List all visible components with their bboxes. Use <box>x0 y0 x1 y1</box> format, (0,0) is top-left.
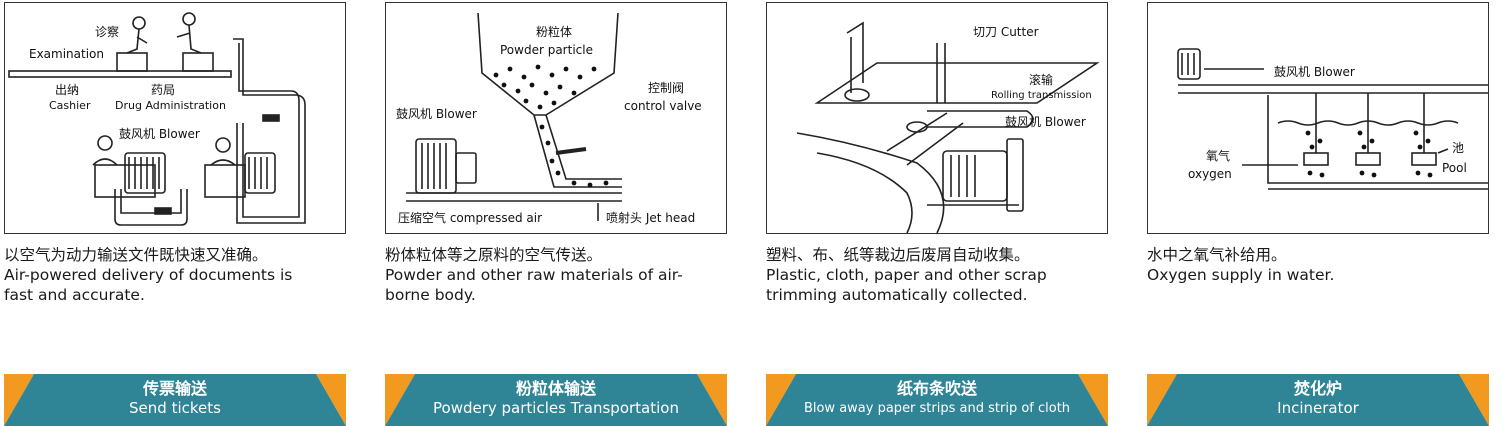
illustration-pool-aeration: 鼓风机 Blower 氧气 oxygen 池 Pool <box>1147 2 1489 234</box>
pool-diagram-icon <box>1177 48 1488 190</box>
description: 塑料、布、纸等裁边后废屑自动收集。 Plastic, cloth, paper … <box>766 245 1112 305</box>
banner-shape-icon <box>4 374 346 426</box>
description-en-line2: borne body. <box>385 286 476 304</box>
description-cn: 以空气为动力输送文件既快速又准确。 <box>4 246 268 264</box>
description-en-line1: Air-powered delivery of documents is <box>4 266 293 284</box>
illustration-hospital-tube: 诊察 Examination 出纳 Cashier 药局 Drug Admini… <box>4 2 346 234</box>
illustration-powder-hopper: 粉粒体 Powder particle 控制阀 control valve 鼓风… <box>385 2 727 234</box>
label-blower: 鼓风机 Blower <box>1005 115 1086 129</box>
label-blower: 鼓风机 Blower <box>396 107 477 121</box>
banner-title-cn: 纸布条吹送 <box>896 379 977 398</box>
banner-title-en: Incinerator <box>1277 399 1359 417</box>
banner-paper-strips: 纸布条吹送 Blow away paper strips and strip o… <box>766 374 1108 426</box>
banner-shape-icon <box>1147 374 1489 426</box>
label-valve-cn: 控制阀 <box>648 81 685 95</box>
card-powder-transport: 粉粒体 Powder particle 控制阀 control valve 鼓风… <box>381 0 727 426</box>
illustration-cutter: 切刀 Cutter 滚输 Rolling transmission 鼓风机 Bl… <box>766 2 1108 234</box>
bubble-dots <box>1305 130 1433 178</box>
card-paper-strips: 切刀 Cutter 滚输 Rolling transmission 鼓风机 Bl… <box>762 0 1108 426</box>
label-rolling-cn: 滚输 <box>1029 73 1054 87</box>
label-pool-cn: 池 <box>1452 141 1465 155</box>
card-send-tickets: 诊察 Examination 出纳 Cashier 药局 Drug Admini… <box>0 0 346 426</box>
banner-incinerator: 焚化炉 Incinerator <box>1147 374 1489 426</box>
description-en-line1: Plastic, cloth, paper and other scrap <box>766 266 1047 284</box>
powder-dots <box>493 64 609 188</box>
description-cn: 塑料、布、纸等裁边后废屑自动收集。 <box>766 246 1030 264</box>
label-jet-head: 喷射头 Jet head <box>606 211 696 225</box>
label-oxygen-cn: 氧气 <box>1206 149 1231 163</box>
label-cashier-cn: 出纳 <box>55 83 80 97</box>
cutter-diagram-icon <box>796 21 1100 233</box>
hospital-diagram-icon <box>8 12 306 226</box>
banner-title-en: Send tickets <box>129 399 221 417</box>
label-powder-en: Powder particle <box>500 43 593 57</box>
label-compressed-air: 压缩空气 compressed air <box>398 211 543 225</box>
label-rolling-en: Rolling transmission <box>991 90 1092 101</box>
banner-shape-icon <box>385 374 727 426</box>
description-cn: 水中之氧气补给用。 <box>1147 246 1287 264</box>
label-cashier-en: Cashier <box>49 99 91 112</box>
label-powder-cn: 粉粒体 <box>536 25 573 39</box>
label-drug-cn: 药局 <box>151 83 176 97</box>
label-exam-en: Examination <box>29 47 105 61</box>
description-en-line1: Oxygen supply in water. <box>1147 266 1335 284</box>
description-en-line2: trimming automatically collected. <box>766 286 1028 304</box>
description-cn: 粉体粒体等之原料的空气传送。 <box>385 246 603 264</box>
description: 水中之氧气补给用。 Oxygen supply in water. <box>1147 245 1493 285</box>
label-blower: 鼓风机 Blower <box>1274 65 1355 79</box>
label-blower: 鼓风机 Blower <box>119 127 200 141</box>
powder-diagram-icon <box>406 12 622 221</box>
description: 粉体粒体等之原料的空气传送。 Powder and other raw mate… <box>385 245 731 305</box>
banner-title-cn: 焚化炉 <box>1293 379 1342 398</box>
card-incinerator: 鼓风机 Blower 氧气 oxygen 池 Pool 水中之氧气补给用。 Ox… <box>1143 0 1489 426</box>
banner-title-en: Blow away paper strips and strip of clot… <box>803 401 1071 416</box>
description-en-line1: Powder and other raw materials of air- <box>385 266 683 284</box>
label-cutter: 切刀 Cutter <box>973 25 1039 39</box>
label-valve-en: control valve <box>624 99 702 113</box>
description-en-line2: fast and accurate. <box>4 286 145 304</box>
banner-title-en: Powdery particles Transportation <box>433 399 679 417</box>
label-exam-cn: 诊察 <box>95 25 120 39</box>
label-drug-en: Drug Administration <box>115 99 226 112</box>
banner-shape-icon <box>766 374 1108 426</box>
banner-powder-transport: 粉粒体输送 Powdery particles Transportation <box>385 374 727 426</box>
description: 以空气为动力输送文件既快速又准确。 Air-powered delivery o… <box>4 245 350 305</box>
banner-send-tickets: 传票输送 Send tickets <box>4 374 346 426</box>
label-oxygen-en: oxygen <box>1188 167 1232 181</box>
label-pool-en: Pool <box>1442 161 1467 175</box>
banner-title-cn: 粉粒体输送 <box>515 379 596 398</box>
banner-title-cn: 传票输送 <box>142 379 207 398</box>
